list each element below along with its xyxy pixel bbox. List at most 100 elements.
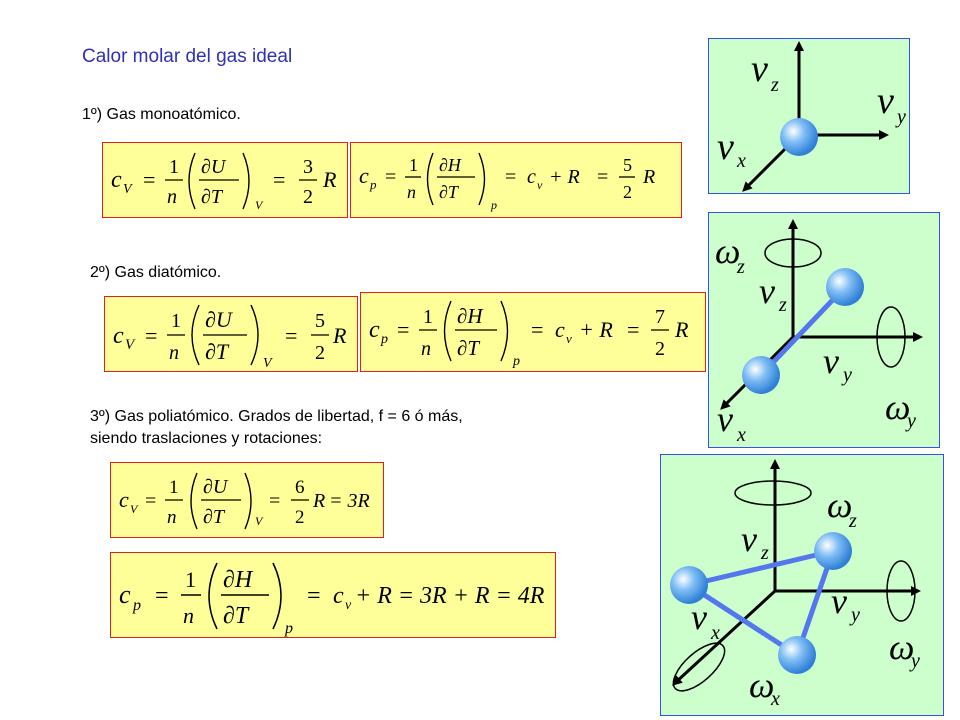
atom-ball-2 <box>814 532 852 570</box>
eq2: = <box>273 167 285 192</box>
deriv-den: ∂T <box>201 186 224 208</box>
mid-sub: v <box>537 178 543 192</box>
label-vy: v <box>877 80 894 122</box>
res-var: R <box>332 323 347 348</box>
res-num: 7 <box>655 306 665 328</box>
deriv-den: ∂T <box>223 603 250 629</box>
label-vy-sub: y <box>849 604 860 626</box>
mid: c <box>555 317 565 342</box>
eq2: = <box>505 166 516 188</box>
eq2: = <box>285 323 297 348</box>
formula-poly-cp: c p = 1 n ∂H ∂T p = c v + R = 3R + R = 4… <box>110 552 556 638</box>
label-wx-sub: x <box>770 688 780 710</box>
formula-di-cv-svg: c V = 1 n ∂U ∂T V = 5 2 R <box>113 304 347 371</box>
eq1: = <box>385 166 396 188</box>
deriv-den: ∂T <box>203 506 226 528</box>
eq2: = <box>531 317 543 342</box>
bond <box>761 285 847 375</box>
lhs: c <box>111 167 122 193</box>
res-den: 2 <box>655 338 665 360</box>
eq1: = <box>145 323 157 348</box>
formula-poly-cv: c V = 1 n ∂U ∂T V = 6 2 R = 3R <box>110 462 384 538</box>
eq1: = <box>155 583 169 609</box>
label-wy: ω <box>885 387 910 427</box>
res-den: 2 <box>623 182 632 202</box>
label-vy-sub: y <box>841 364 852 386</box>
res-var: R <box>312 490 325 512</box>
formula-mono-cp-svg: c p = 1 n ∂H ∂T p = c v + R = 5 2 R <box>359 152 655 212</box>
atom-ball-1 <box>670 566 708 604</box>
diagram-polyatomic-svg: ω z v z v y v x ω y ω x <box>670 459 921 710</box>
frac-num: 1 <box>171 310 181 332</box>
frac-den: n <box>407 182 416 202</box>
deriv-num: ∂U <box>203 476 229 498</box>
eq1: = <box>143 167 155 192</box>
label-wz-sub: z <box>848 510 857 532</box>
label-vz-sub: z <box>778 294 787 316</box>
diagram-polyatomic: ω z v z v y v x ω y ω x <box>660 454 944 716</box>
atom-ball-3 <box>778 636 816 674</box>
eq1: = <box>397 317 409 342</box>
label-vx-sub: x <box>736 424 746 446</box>
bond-3 <box>687 582 799 658</box>
formula-poly-cv-svg: c V = 1 n ∂U ∂T V = 6 2 R = 3R <box>119 472 370 530</box>
lhs-sub: p <box>369 177 377 192</box>
wx-rotation <box>672 642 726 692</box>
deriv-den: ∂T <box>457 336 480 360</box>
res-var: R <box>642 166 655 188</box>
deriv-sub: V <box>255 198 264 212</box>
wy-rotation <box>886 560 916 622</box>
label-vx-sub: x <box>710 622 720 644</box>
label-vy: v <box>831 581 847 621</box>
label-vx-sub: x <box>736 150 746 172</box>
frac-den: n <box>183 603 194 628</box>
eq2: = <box>269 490 280 512</box>
deriv-num: ∂H <box>439 155 462 175</box>
deriv-num: ∂H <box>457 304 484 328</box>
lhs: c <box>369 317 380 343</box>
deriv-den: ∂T <box>205 339 230 364</box>
label-vz-sub: z <box>760 542 769 564</box>
eq1: = <box>145 490 156 512</box>
formula-di-cp-svg: c p = 1 n ∂H ∂T p = c v + R = 7 2 R <box>369 300 689 369</box>
mid-sub: v <box>566 331 572 346</box>
formula-di-cv: c V = 1 n ∂U ∂T V = 5 2 R <box>104 296 358 372</box>
lhs-sub: V <box>130 502 139 516</box>
wz-rotation <box>764 238 822 268</box>
deriv-sub: p <box>512 354 520 369</box>
res-var: R <box>674 317 689 342</box>
lhs: c <box>359 163 369 188</box>
formula-poly-cp-svg: c p = 1 n ∂H ∂T p = c v + R = 3R + R = 4… <box>119 562 545 637</box>
lhs-sub: p <box>132 597 141 614</box>
label-wz: ω <box>827 485 852 525</box>
label-wy-sub: y <box>905 410 916 432</box>
deriv-sub: p <box>490 198 497 212</box>
res-num: 6 <box>295 477 305 498</box>
tail: + R = 3R + R = 4R <box>355 583 545 609</box>
mid: c <box>333 583 344 609</box>
res-num: 5 <box>623 155 632 175</box>
frac-den: n <box>167 186 177 208</box>
deriv-num: ∂U <box>205 307 234 332</box>
wy-rotation <box>876 306 906 368</box>
wz-rotation <box>734 480 812 506</box>
label-wy-sub: y <box>909 650 920 672</box>
deriv-num: ∂H <box>223 567 254 593</box>
mid-sub: v <box>345 598 352 613</box>
frac-num: 1 <box>409 155 418 175</box>
label-wz-sub: z <box>736 256 745 278</box>
vx-arrow <box>672 589 777 686</box>
deriv-den: ∂T <box>439 182 460 202</box>
label-vx: v <box>717 399 733 439</box>
lhs: c <box>113 323 124 349</box>
label-vx: v <box>691 597 707 637</box>
frac-den: n <box>167 507 177 528</box>
label-vz: v <box>759 271 775 311</box>
diagram-diatomic-svg: ω z v z v y ω y v x <box>715 219 923 446</box>
frac-num: 1 <box>423 306 433 328</box>
formula-di-cp: c p = 1 n ∂H ∂T p = c v + R = 7 2 R <box>360 292 706 372</box>
lhs: c <box>119 487 129 512</box>
res-den: 2 <box>295 507 305 528</box>
label-wy: ω <box>889 627 914 667</box>
section-monoatomic: 1º) Gas monoatómico. <box>82 106 241 123</box>
